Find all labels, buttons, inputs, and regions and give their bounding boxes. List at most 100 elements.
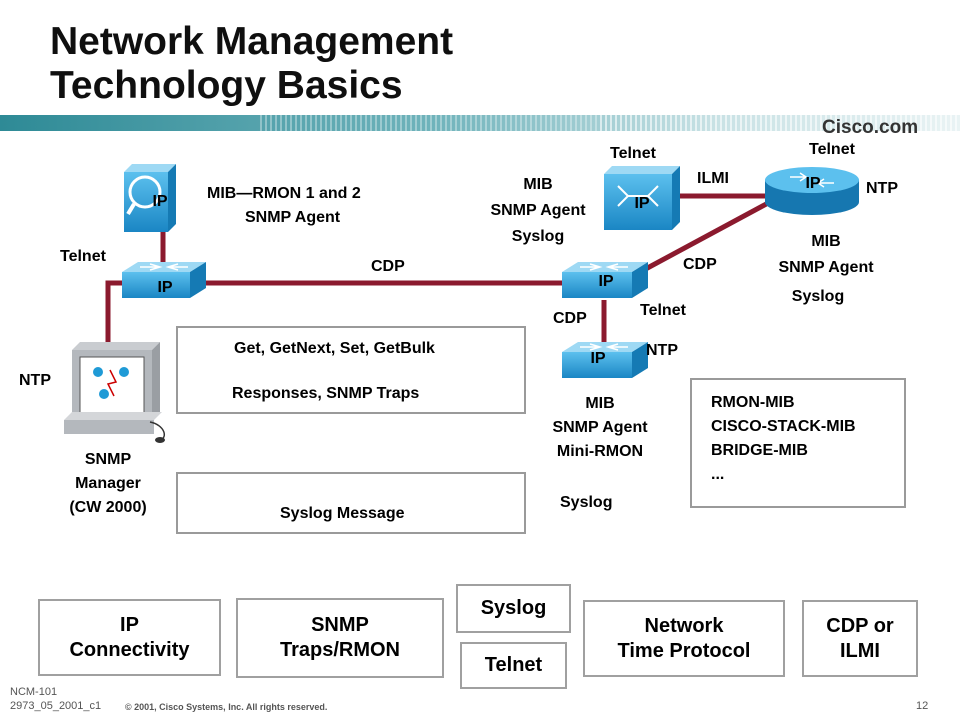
atm-ip-label: IP [634, 195, 649, 212]
band-stripe [735, 115, 737, 131]
band-stripe [435, 115, 437, 131]
band-stripe [320, 115, 322, 131]
band-stripe [745, 115, 747, 131]
band-stripe [535, 115, 537, 131]
band-stripe [845, 115, 847, 131]
band-stripe [840, 115, 842, 131]
band-stripe [410, 115, 412, 131]
brand-logo: Cisco.com [822, 117, 919, 138]
band-stripe [330, 115, 332, 131]
band-stripe [785, 115, 787, 131]
band-stripe [360, 115, 362, 131]
band-stripe [275, 115, 277, 131]
band-stripe [455, 115, 457, 131]
band-stripe [700, 115, 702, 131]
band-stripe [460, 115, 462, 131]
mid-syslog-label: Syslog [511, 228, 565, 245]
manager-label-line3: (CW 2000) [69, 499, 147, 516]
band-stripe [805, 115, 807, 131]
band-stripe [325, 115, 327, 131]
band-stripe [850, 115, 852, 131]
band-stripe [765, 115, 767, 131]
footer-code: 2973_05_2001_c1 [10, 700, 102, 712]
band-stripe [450, 115, 452, 131]
band-stripe [760, 115, 762, 131]
band-stripe [465, 115, 467, 131]
mib-list-item: BRIDGE-MIB [711, 442, 808, 459]
ntp-router-label: NTP [866, 180, 898, 197]
mib-list-item: CISCO-STACK-MIB [711, 418, 856, 435]
band-stripe [940, 115, 942, 131]
band-stripe [570, 115, 572, 131]
band-stripe [690, 115, 692, 131]
band-stripe [855, 115, 857, 131]
band-stripe [420, 115, 422, 131]
band-stripe [475, 115, 477, 131]
bottom-switch[interactable]: IP [562, 342, 648, 378]
link-mid-router [638, 199, 772, 275]
band-stripe [590, 115, 592, 131]
bottom-switch-ip-label: IP [590, 350, 605, 367]
band-stripe [485, 115, 487, 131]
band-stripe [775, 115, 777, 131]
band-stripe [905, 115, 907, 131]
band-stripe [350, 115, 352, 131]
management-workstation[interactable] [64, 342, 166, 443]
band-stripe [545, 115, 547, 131]
band-stripe [875, 115, 877, 131]
band-stripe [945, 115, 947, 131]
band-stripe [550, 115, 552, 131]
ntp-center-label: NTP [646, 342, 678, 359]
band-stripe [295, 115, 297, 131]
band-stripe [830, 115, 832, 131]
band-stripe [795, 115, 797, 131]
ntp-left-label: NTP [19, 372, 51, 389]
legend-syslog: Syslog [456, 584, 571, 633]
center-switch[interactable]: IP [562, 262, 648, 298]
left-switch-ip-label: IP [157, 279, 172, 296]
band-stripe [650, 115, 652, 131]
mib-list-item: RMON-MIB [711, 394, 795, 411]
links [105, 193, 772, 350]
left-switch[interactable]: IP [122, 262, 206, 298]
band-stripe [880, 115, 882, 131]
cdp-center-label: CDP [553, 310, 587, 327]
syslog-bottom-label: Syslog [560, 494, 613, 511]
band-stripe [540, 115, 542, 131]
band-stripe [600, 115, 602, 131]
band-stripe [870, 115, 872, 131]
center-switch-ip-label: IP [598, 273, 613, 290]
rmon-probe-device[interactable]: IP [124, 164, 176, 232]
snmp-get-label: Get, GetNext, Set, GetBulk [234, 340, 435, 357]
band-stripe [260, 115, 262, 131]
syslog-message-box [176, 472, 526, 534]
band-stripe [790, 115, 792, 131]
snmp-operations-box [176, 326, 526, 414]
band-stripe [670, 115, 672, 131]
band-stripe [430, 115, 432, 131]
band-stripe [825, 115, 827, 131]
band-stripe [885, 115, 887, 131]
snmp-response-label: Responses, SNMP Traps [232, 385, 420, 402]
band-stripe [625, 115, 627, 131]
atm-switch[interactable]: IP [604, 166, 680, 230]
band-stripe [380, 115, 382, 131]
router-snmp-label: SNMP Agent [778, 259, 874, 276]
band-stripe [815, 115, 817, 131]
band-stripe [490, 115, 492, 131]
band-stripe [580, 115, 582, 131]
router[interactable]: IP [765, 167, 859, 215]
band-stripe [565, 115, 567, 131]
band-stripe [525, 115, 527, 131]
band-stripe [510, 115, 512, 131]
band-stripe [920, 115, 922, 131]
band-stripe [610, 115, 612, 131]
cdp-top-label: CDP [371, 258, 405, 275]
band-stripe [675, 115, 677, 131]
band-stripe [385, 115, 387, 131]
probe-snmp-label: SNMP Agent [245, 209, 341, 226]
band-stripe [730, 115, 732, 131]
band-stripe [645, 115, 647, 131]
band-stripe [835, 115, 837, 131]
band-stripe [935, 115, 937, 131]
